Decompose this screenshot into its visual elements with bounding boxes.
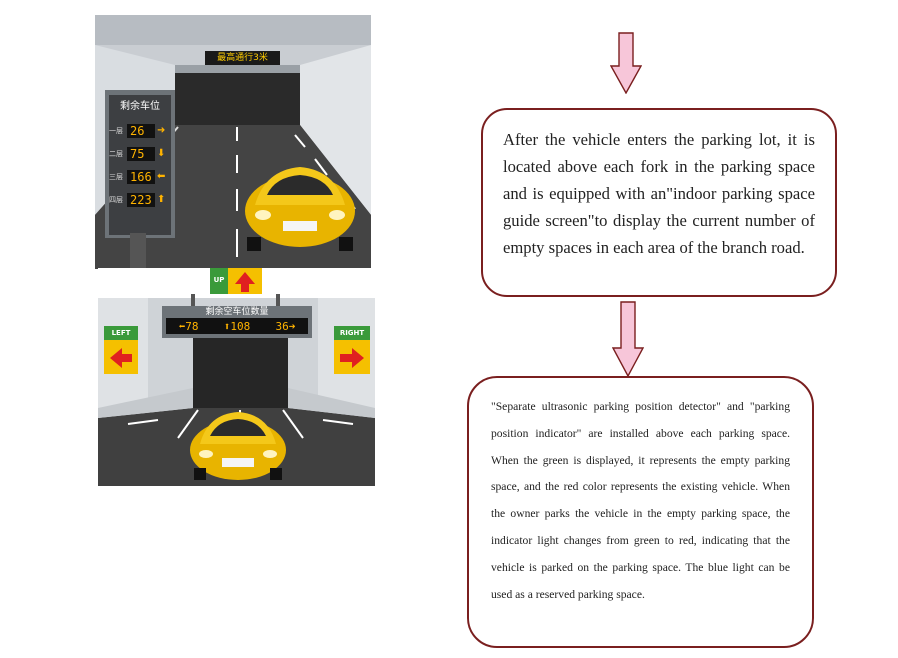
branch-road-illustration: UP 剩余空车位数量 ⬅78 ⬆108 36➜ LEFT RIGHT <box>98 268 375 486</box>
description-text: "Separate ultrasonic parking position de… <box>491 400 790 601</box>
down-arrow-icon <box>612 301 644 377</box>
left-arrow-icon: ⬅ <box>178 319 186 333</box>
level-label: 三层 <box>109 172 123 181</box>
up-arrow-icon: ⬆ <box>223 319 231 333</box>
level-label: 一层 <box>109 126 123 135</box>
up-arrow-icon: ⬆ <box>157 194 166 205</box>
level-count: 166 <box>127 169 155 184</box>
level-label: 二层 <box>109 149 123 158</box>
right-count: 36➜ <box>276 320 296 333</box>
down-arrow-icon: ⬇ <box>157 148 166 159</box>
left-count-value: 78 <box>185 319 199 333</box>
straight-count: ⬆108 <box>224 320 251 333</box>
parking-indicator-description: "Separate ultrasonic parking position de… <box>467 376 814 648</box>
right-count-value: 36 <box>275 319 289 333</box>
level-count: 75 <box>127 146 155 161</box>
level-count: 26 <box>127 123 155 138</box>
exit-sign: 最高通行3米 <box>217 53 268 63</box>
left-count: ⬅78 <box>179 320 199 333</box>
level-row: 二层 75 ⬇ <box>109 142 171 165</box>
board-title: 剩余车位 <box>120 101 160 112</box>
up-label: UP <box>213 276 225 284</box>
right-sign-label: RIGHT <box>339 329 365 337</box>
right-arrow-icon: ➜ <box>288 319 296 333</box>
level-list: 一层 26 ➜ 二层 75 ⬇ 三层 166 ⬅ 四层 223 ⬆ <box>109 119 171 211</box>
level-row: 四层 223 ⬆ <box>109 188 171 211</box>
level-row: 三层 166 ⬅ <box>109 165 171 188</box>
level-label: 四层 <box>109 195 123 204</box>
description-text: After the vehicle enters the parking lot… <box>503 130 815 257</box>
car-icon <box>190 412 286 480</box>
level-row: 一层 26 ➜ <box>109 119 171 142</box>
left-sign-label: LEFT <box>111 329 131 337</box>
guide-screen-description: After the vehicle enters the parking lot… <box>481 108 837 297</box>
right-arrow-icon: ➜ <box>157 125 166 136</box>
car-icon <box>245 167 355 251</box>
straight-count-value: 108 <box>230 319 251 333</box>
down-arrow-icon <box>610 32 642 94</box>
parking-entrance-illustration: 最高通行3米 剩余车位 一层 26 ➜ 二层 75 ⬇ 三层 166 ⬅ 四层 … <box>95 15 371 269</box>
left-arrow-icon: ⬅ <box>157 171 166 182</box>
board-title: 剩余空车位数量 <box>205 307 269 317</box>
lane-counts: ⬅78 ⬆108 36➜ <box>166 319 308 333</box>
level-count: 223 <box>127 192 155 207</box>
